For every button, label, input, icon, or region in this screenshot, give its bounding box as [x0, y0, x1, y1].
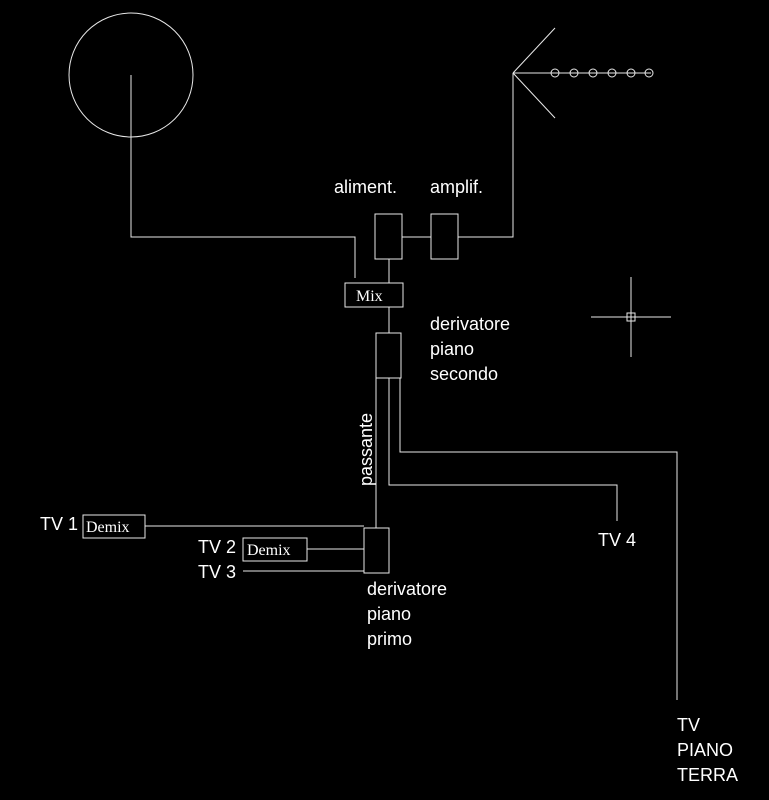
- label-demix-1: Demix: [86, 519, 130, 536]
- crosshair-cursor-icon: [591, 277, 671, 357]
- svg-text:secondo: secondo: [430, 364, 498, 384]
- svg-text:TV: TV: [677, 715, 700, 735]
- svg-text:piano: piano: [430, 339, 474, 359]
- label-passante: passante: [356, 413, 376, 486]
- label-demix-2: Demix: [247, 542, 291, 559]
- label-aliment: aliment.: [334, 177, 397, 197]
- label-derivatore-primo: derivatore piano primo: [367, 579, 447, 649]
- label-mix: Mix: [356, 288, 383, 305]
- cable-tv4: [388, 378, 618, 521]
- power-supply-box: [374, 213, 403, 260]
- svg-text:piano: piano: [367, 604, 411, 624]
- label-amplif: amplif.: [430, 177, 483, 197]
- svg-text:PIANO: PIANO: [677, 740, 733, 760]
- label-tv2: TV 2: [198, 537, 236, 557]
- cable-network: [130, 73, 678, 700]
- svg-text:TERRA: TERRA: [677, 765, 738, 785]
- mix-box: [344, 282, 404, 308]
- cable-antenna-to-amplifier: [458, 73, 514, 238]
- tap-first-floor-box: [363, 527, 390, 574]
- label-derivatore-secondo: derivatore piano secondo: [430, 314, 510, 384]
- demix-2-box: [242, 537, 308, 562]
- svg-text:derivatore: derivatore: [367, 579, 447, 599]
- amplifier-box: [430, 213, 459, 260]
- cable-tv-ground-floor: [399, 378, 678, 700]
- demix-1-box: [82, 514, 146, 539]
- yagi-antenna-icon: [512, 27, 654, 119]
- cable-dish-to-mix: [130, 75, 356, 278]
- label-tv1: TV 1: [40, 514, 78, 534]
- label-tv-piano-terra: TV PIANO TERRA: [677, 715, 738, 785]
- tap-second-floor-box: [375, 332, 402, 379]
- svg-text:primo: primo: [367, 629, 412, 649]
- label-tv3: TV 3: [198, 562, 236, 582]
- label-tv4: TV 4: [598, 530, 636, 550]
- svg-text:derivatore: derivatore: [430, 314, 510, 334]
